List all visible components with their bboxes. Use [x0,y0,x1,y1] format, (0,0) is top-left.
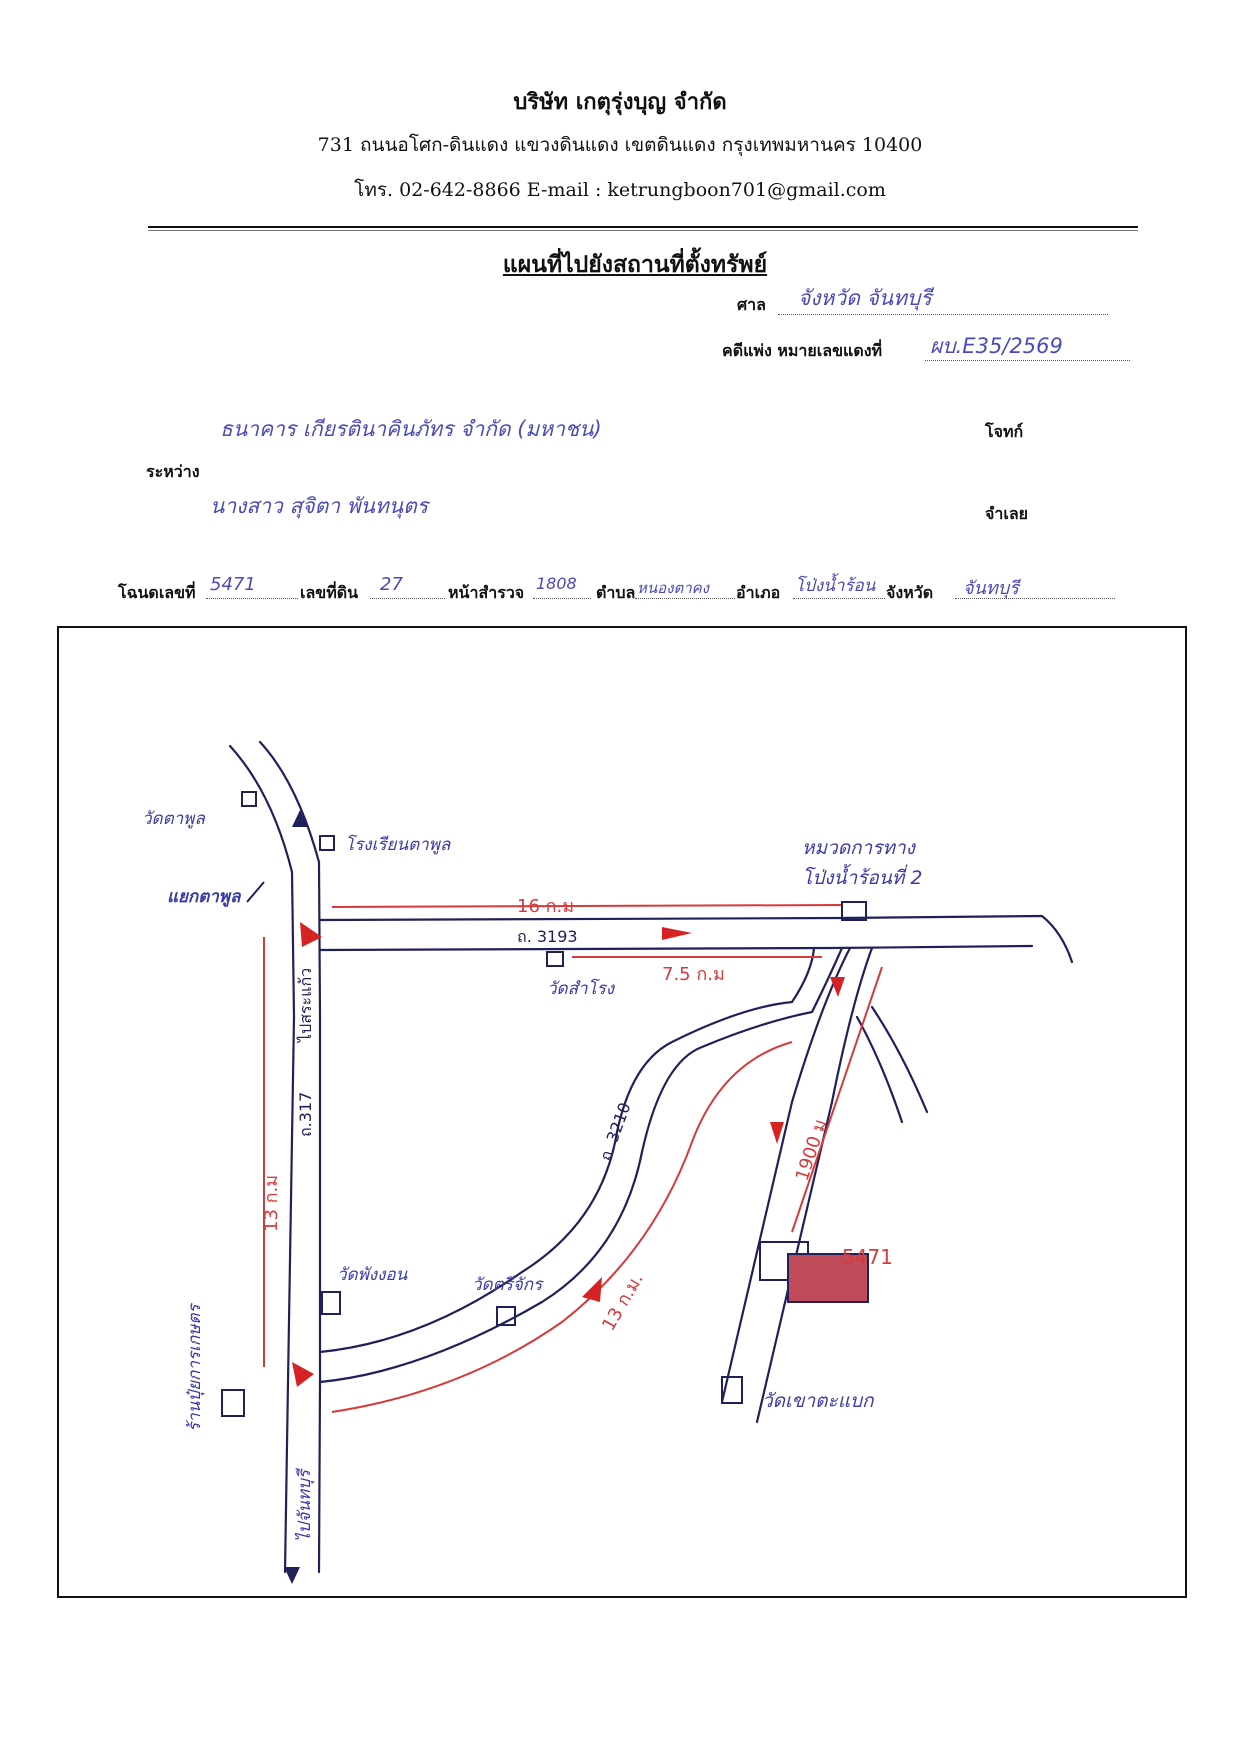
dist-line-16km [331,904,843,908]
province-label: จังหวัด [886,583,934,602]
deed-value: 5471 [210,574,256,595]
plaintiff-label: โจทก์ [985,422,1024,441]
subdistrict-label: ตำบล [596,583,636,602]
road-317-left-edge [228,744,296,1574]
road-317-right-edge [258,740,322,1574]
survey-dotline [533,598,591,599]
label-road-3193: ถ. 3193 [517,927,578,946]
arrow-south-317 [284,1567,300,1584]
case-label: คดีแพ่ง หมายเลขแดงที่ [722,341,883,360]
label-plot: 5471 [842,1245,893,1269]
header-divider [148,226,1138,228]
arrow-junction-tapun [300,922,322,947]
province-dotline [955,598,1115,599]
court-label: ศาล [737,295,766,314]
land-value: 27 [380,574,403,595]
label-to-chanthaburi: ไปจันทบุรี [294,1467,315,1542]
label-dist-13km-diag: 13 ก.ม. [598,1270,648,1335]
plaintiff-value: ธนาคาร เกียรตินาคินภัทร จำกัด (มหาชน) [220,417,602,441]
label-road-317: ถ.317 [296,1092,315,1137]
school-tapun-icon [319,835,335,851]
road-branch2 [870,1005,929,1114]
arrow-3210-ne [582,1277,602,1302]
label-police-unit-2: โป่งน้ำร้อนที่ 2 [802,863,922,889]
map-frame: วัดตาพูล โรงเรียนตาพูล แยกตาพูล หมวดการท… [57,626,1187,1598]
label-dist-7-5km: 7.5 ก.ม [662,964,725,985]
arrow-south-1 [770,1122,784,1144]
road-branch [855,1015,904,1124]
subdistrict-value: หนองตาคง [637,579,709,597]
arrow-north-317 [292,810,308,827]
junction-tapun-pointer [246,881,265,903]
temple-phangwon-icon [321,1291,341,1315]
court-dotline [778,314,1108,315]
label-dist-13km-left: 13 ก.ม [261,1175,282,1232]
label-temple-khaoraet: วัดเขาตะแบก [762,1390,875,1412]
plot-parcel-hatched [787,1253,869,1303]
deed-label: โฉนดเลขที่ [118,583,196,602]
road-south-right-edge [755,946,874,1424]
label-temple-phangwon: วัดพังงอน [337,1265,408,1285]
hand-drawn-map: วัดตาพูล โรงเรียนตาพูล แยกตาพูล หมวดการท… [142,740,1074,1584]
land-dotline [370,598,445,599]
defendant-value: นางสาว สุจิตา พันทนุตร [210,494,429,518]
label-dist-1900m: 1900 ม [792,1117,832,1184]
label-temple-tapun: วัดตาพูล [142,809,206,829]
land-label: เลขที่ดิน [300,583,359,602]
district-value: โป่งน้ำร้อน [795,576,876,596]
district-label: อำเภอ [736,583,781,602]
survey-label: หน้าสำรวจ [448,583,525,602]
court-value: จังหวัด จันทบุรี [798,286,932,310]
label-school-tapun: โรงเรียนตาพูล [345,834,452,855]
label-road-3210: ถ. 3210 [596,1100,635,1163]
deed-dotline [206,598,298,599]
company-contact: โทร. 02-642-8866 E-mail : ketrungboon701… [354,179,886,201]
label-dist-16km: 16 ก.ม [517,896,574,917]
police-unit-icon [841,901,867,921]
dist-line-13km-diag [331,1041,793,1413]
road-south-left-edge [720,946,852,1404]
defendant-label: จำเลย [985,504,1029,523]
temple-tapun-icon [241,791,257,807]
subdistrict-dotline [635,598,735,599]
arrow-junction-east [830,977,845,997]
road-3193-bottom-edge [318,944,1034,952]
shop-icon [221,1389,245,1417]
label-shop: ร้านปุ๋ยการเกษตร [185,1303,205,1432]
province-value: จันทบุรี [963,578,1019,599]
label-junction-tapun: แยกตาพูล [167,887,242,907]
label-temple-krijak: วัดตรีจักร [472,1275,544,1295]
header-divider-thin [148,230,1138,231]
document-title: แผนที่ไปยังสถานที่ตั้งทรัพย์ [502,251,768,278]
survey-value: 1808 [536,574,577,593]
label-road-317-dir: ไปสระแก้ว [296,968,315,1044]
temple-samrong-icon [546,951,564,967]
temple-krijak-icon [496,1306,516,1326]
company-name: บริษัท เกตุรุ่งบุญ จำกัด [513,89,727,115]
temple-khaoraet-icon [721,1376,743,1404]
case-dotline [925,360,1130,361]
road-3210-inner-edge [318,946,816,1354]
label-police-unit: หมวดการทาง [802,837,917,859]
dist-line-1900m [791,966,883,1233]
between-label: ระหว่าง [146,462,200,481]
arrow-3193-east [662,927,692,940]
label-temple-samrong: วัดสำโรง [547,978,616,999]
case-value: ผบ.E35/2569 [930,334,1063,358]
arrow-bottom-left [292,1362,314,1387]
road-3193-top-edge [318,914,1074,964]
company-address: 731 ถนนอโศก-ดินแดง แขวงดินแดง เขตดินแดง … [317,134,923,156]
district-dotline [793,598,885,599]
road-3210-outer-edge [318,946,844,1384]
